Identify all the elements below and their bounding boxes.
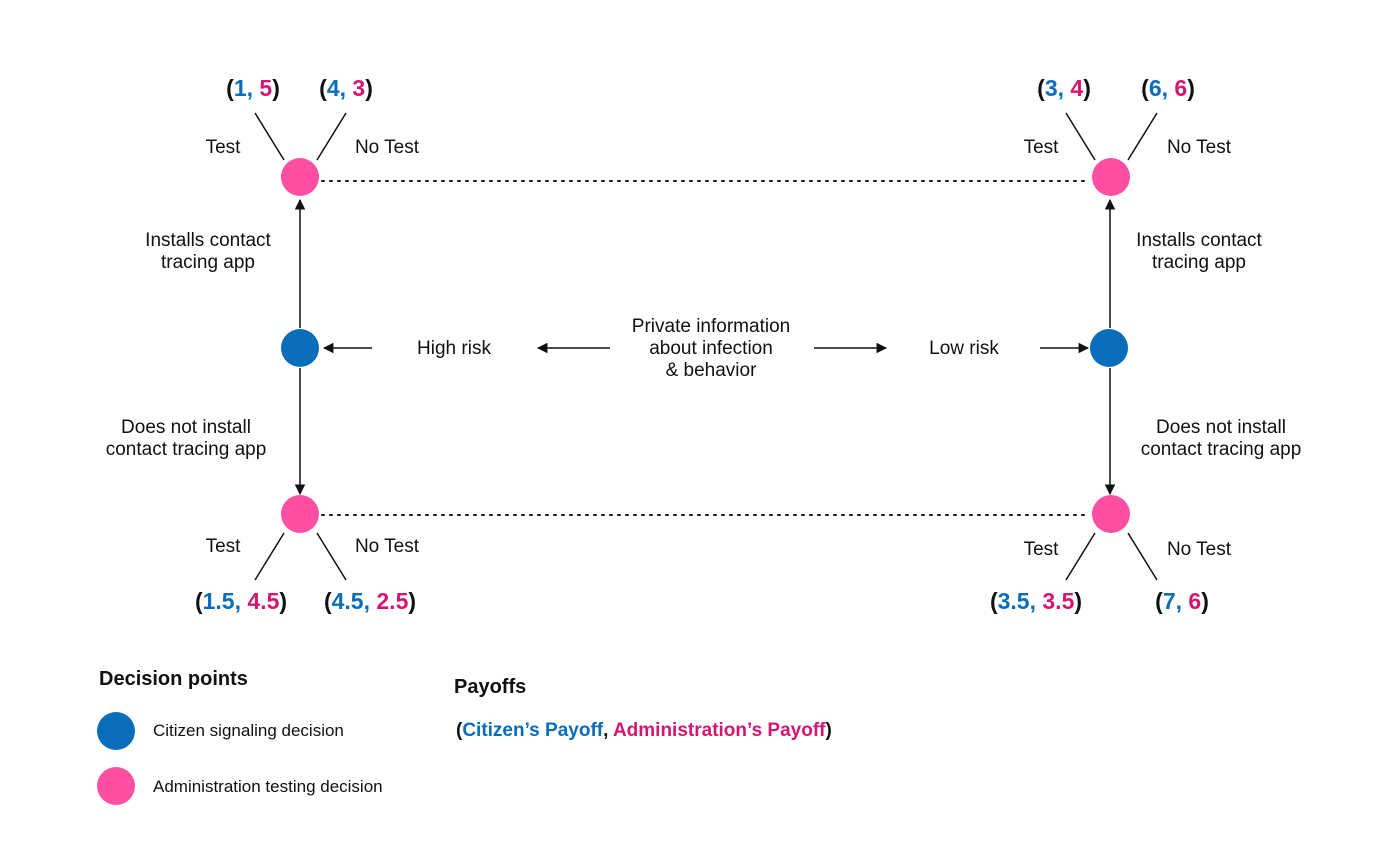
action-test-top-right: Test [1023, 137, 1059, 158]
private-info-line-2: about infection [649, 338, 773, 359]
admin-node-top-right [1092, 158, 1130, 196]
payoffs-format: (Citizen’s Payoff, Administration’s Payo… [456, 720, 832, 741]
payoff-bottom-left-notest: (4.5, 2.5) [323, 588, 417, 614]
citizen-node-left [281, 329, 319, 367]
install-left-label: Installs contact tracing app [145, 230, 271, 274]
branch-top-left-test [254, 112, 285, 161]
payoff-admin: 3.5 [1042, 588, 1075, 614]
payoff-admin: 6 [1188, 588, 1202, 614]
private-info-line-1: Private information [631, 316, 791, 337]
payoff-admin: 5 [259, 75, 273, 101]
payoff-admin: 6 [1174, 75, 1188, 101]
payoff-bottom-left-test: (1.5, 4.5) [194, 588, 288, 614]
admin-node-top-left [281, 158, 319, 196]
admin-node-bottom-left [281, 495, 319, 533]
payoffs-title: Payoffs [454, 676, 527, 698]
action-test-top-left: Test [205, 137, 241, 158]
branch-bottom-left-test [254, 532, 285, 581]
noinstall-left-line-1: Does not install [121, 417, 251, 438]
payoff-citizen: 1.5 [202, 588, 235, 614]
legend-admin-label: Administration testing decision [153, 777, 383, 796]
high-risk-label: High risk [417, 338, 491, 359]
payoff-citizen: 6 [1148, 75, 1162, 101]
private-info-line-3: & behavior [665, 360, 757, 381]
payoff-citizen: 3.5 [997, 588, 1030, 614]
action-notest-top-right: No Test [1166, 137, 1232, 158]
branch-bottom-right-test [1065, 532, 1096, 581]
action-notest-bottom-right: No Test [1166, 539, 1232, 560]
payoff-top-left-test: (1, 5) [226, 75, 280, 101]
branch-top-right-test [1065, 112, 1096, 161]
action-notest-bottom-left: No Test [354, 536, 420, 557]
install-right-line-2: tracing app [1151, 252, 1247, 273]
noinstall-left-line-2: contact tracing app [105, 439, 267, 460]
legend-title: Decision points [99, 668, 248, 690]
private-info-label: Private information about infection & be… [632, 316, 790, 382]
legend-admin-dot [97, 767, 135, 805]
payoff-top-right-test: (3, 4) [1037, 75, 1091, 101]
install-left-line-1: Installs contact [145, 230, 271, 251]
payoff-bottom-right-notest: (7, 6) [1155, 588, 1209, 614]
noinstall-right-label: Does not install contact tracing app [1141, 417, 1302, 461]
payoff-bottom-right-test: (3.5, 3.5) [989, 588, 1083, 614]
noinstall-left-label: Does not install contact tracing app [106, 417, 267, 461]
payoffs-format-admin: Administration’s Payoff [612, 720, 826, 741]
install-right-line-1: Installs contact [1136, 230, 1262, 251]
payoff-citizen: 7 [1162, 588, 1176, 614]
payoffs-format-citizen: Citizen’s Payoff [462, 720, 604, 741]
payoff-top-right-notest: (6, 6) [1141, 75, 1195, 101]
action-notest-top-left: No Test [354, 137, 420, 158]
payoff-admin: 4 [1070, 75, 1084, 101]
branch-top-right-notest [1127, 112, 1158, 161]
payoff-top-left-notest: (4, 3) [319, 75, 373, 101]
payoff-citizen: 4.5 [331, 588, 364, 614]
payoff-admin: 2.5 [376, 588, 409, 614]
branch-top-left-notest [316, 112, 347, 161]
low-risk-label: Low risk [929, 338, 999, 359]
payoff-admin: 3 [352, 75, 366, 101]
admin-node-bottom-right [1092, 495, 1130, 533]
install-right-label: Installs contact tracing app [1136, 230, 1262, 274]
payoff-citizen: 1 [233, 75, 247, 101]
noinstall-right-line-2: contact tracing app [1140, 439, 1302, 460]
action-test-bottom-right: Test [1023, 539, 1059, 560]
payoff-admin: 4.5 [247, 588, 280, 614]
legend-citizen-label: Citizen signaling decision [153, 721, 344, 740]
payoff-citizen: 3 [1044, 75, 1058, 101]
payoff-citizen: 4 [326, 75, 340, 101]
branch-bottom-left-notest [316, 532, 347, 581]
noinstall-right-line-1: Does not install [1156, 417, 1286, 438]
legend-citizen-dot [97, 712, 135, 750]
install-left-line-2: tracing app [160, 252, 256, 273]
branch-bottom-right-notest [1127, 532, 1158, 581]
action-test-bottom-left: Test [205, 536, 241, 557]
citizen-node-right [1090, 329, 1128, 367]
